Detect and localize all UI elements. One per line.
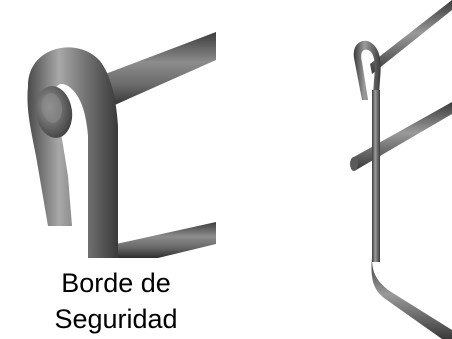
caption-line-2: Seguridad [54, 304, 178, 334]
hook-body [27, 47, 118, 258]
safety-edge-detail-image [27, 32, 216, 258]
lower-rod [116, 222, 216, 258]
middle-wire [352, 102, 452, 170]
caption-line-1: Borde de [61, 268, 171, 298]
top-wire [370, 0, 452, 74]
top-rod [100, 32, 216, 108]
vertical-wire [372, 90, 380, 262]
bottom-bend [371, 258, 452, 339]
wire-basket-overview-image [350, 0, 452, 339]
